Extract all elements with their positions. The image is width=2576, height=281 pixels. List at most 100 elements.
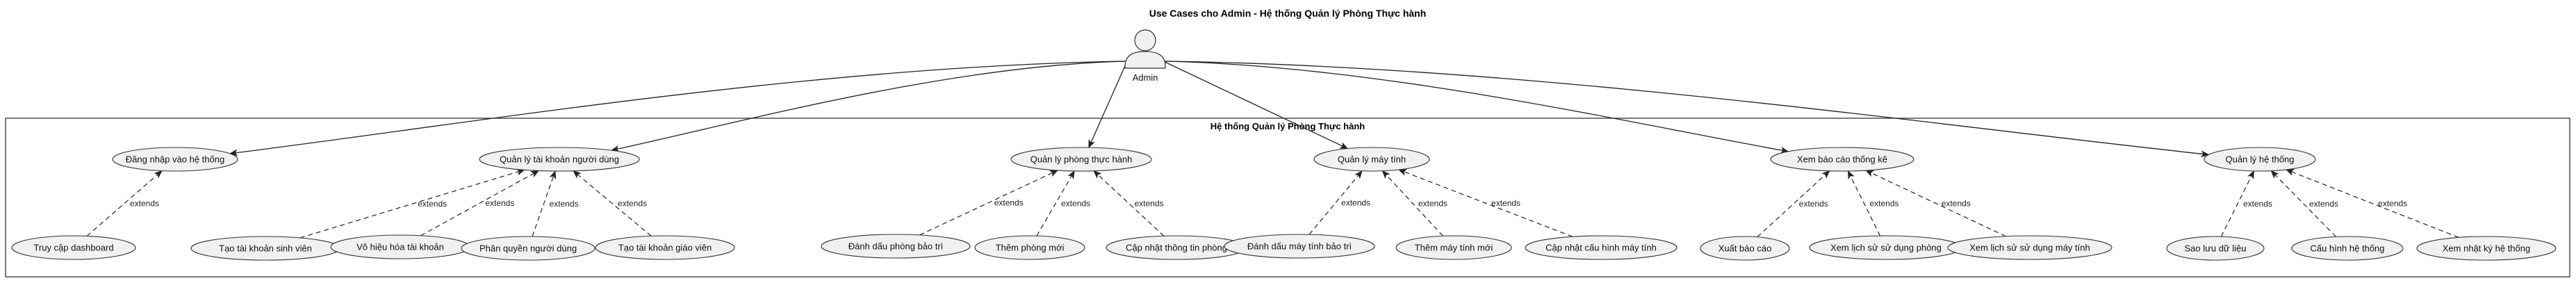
use-case-label: Tạo tài khoản giáo viên xyxy=(618,243,712,253)
use-case-uc-config[interactable]: Cấu hình hệ thống xyxy=(2291,236,2404,261)
use-case-label: Thêm máy tính mới xyxy=(1415,243,1493,253)
extends-label: extends xyxy=(1942,198,1971,208)
use-case-uc-pc-history[interactable]: Xem lịch sử sử dụng máy tính xyxy=(1947,235,2113,260)
use-case-ellipse xyxy=(974,235,1085,260)
use-case-uc-room-maint[interactable]: Đánh dấu phòng bảo trì xyxy=(821,234,971,259)
extends-label: extends xyxy=(1491,198,1520,208)
use-case-ellipse xyxy=(1010,147,1152,172)
extends-line xyxy=(420,170,540,236)
use-case-label: Phân quyền người dùng xyxy=(479,243,577,254)
use-case-label: Xuất báo cáo xyxy=(1718,243,1772,254)
use-case-ellipse xyxy=(1770,147,1914,172)
use-case-label: Quản lý tài khoản người dùng xyxy=(500,154,619,165)
system-name: Hệ thống Quản lý Phòng Thực hành xyxy=(1211,121,1365,131)
use-case-uc-export[interactable]: Xuất báo cáo xyxy=(1700,236,1790,261)
extends-label: extends xyxy=(1135,199,1164,209)
use-case-ellipse xyxy=(1947,235,2113,260)
use-case-label: Xem lịch sử sử dụng phòng xyxy=(1830,243,1942,253)
association-line xyxy=(1088,61,1128,149)
use-case-label: Tạo tài khoản sinh viên xyxy=(219,243,312,254)
extends-line xyxy=(2270,170,2337,237)
extends-line xyxy=(1398,169,1573,237)
extends-label: extends xyxy=(549,199,578,209)
extends-label: extends xyxy=(618,199,647,209)
actor-name: Admin xyxy=(1133,72,1158,83)
use-case-uc-accounts[interactable]: Quản lý tài khoản người dùng xyxy=(479,147,640,172)
use-case-uc-logs[interactable]: Xem nhật ký hệ thống xyxy=(2416,236,2557,261)
use-case-uc-computers[interactable]: Quản lý máy tính xyxy=(1313,147,1430,172)
use-case-uc-dashboard[interactable]: Truy cập dashboard xyxy=(11,235,136,260)
use-case-label: Quản lý máy tính xyxy=(1338,154,1406,165)
extends-label: extends xyxy=(1418,199,1447,209)
use-case-uc-add-room[interactable]: Thêm phòng mới xyxy=(974,235,1085,260)
use-case-label: Đánh dấu máy tính bảo trì xyxy=(1247,241,1352,252)
use-case-label: Quản lý hệ thống xyxy=(2225,154,2294,165)
use-case-uc-rooms[interactable]: Quản lý phòng thực hành xyxy=(1010,147,1152,172)
extends-label: extends xyxy=(2378,199,2407,209)
actor-head-icon xyxy=(1134,29,1156,51)
use-case-ellipse xyxy=(1313,147,1430,172)
use-case-ellipse xyxy=(821,234,971,259)
extends-label: extends xyxy=(485,198,514,208)
use-case-ellipse xyxy=(479,147,640,172)
extends-label: extends xyxy=(1869,198,1898,208)
extends-line xyxy=(2286,169,2459,238)
relationship-layer: extends extends extends extends extends exten… xyxy=(86,61,2459,239)
extends-label: extends xyxy=(1061,199,1090,209)
use-case-ellipse xyxy=(2416,236,2557,261)
association-line xyxy=(610,61,1128,152)
extends-line xyxy=(1308,170,1363,235)
use-case-uc-reports[interactable]: Xem báo cáo thống kê xyxy=(1770,147,1914,172)
use-case-label: Sao lưu dữ liệu xyxy=(2185,243,2247,254)
extends-line xyxy=(1865,170,2006,237)
use-case-label: Truy cập dashboard xyxy=(33,243,113,253)
system-boundary xyxy=(5,118,2570,278)
use-case-label: Đánh dấu phòng bảo trì xyxy=(848,241,944,252)
extends-line xyxy=(919,170,1058,236)
use-case-uc-permissions[interactable]: Phân quyền người dùng xyxy=(461,236,596,261)
extends-line xyxy=(2220,170,2255,237)
association-line xyxy=(1163,61,1789,154)
use-case-uc-disable-account[interactable]: Vô hiệu hóa tài khoản xyxy=(330,234,470,259)
extends-line xyxy=(300,168,525,239)
association-line xyxy=(229,61,1128,156)
use-case-uc-add-pc[interactable]: Thêm máy tính mới xyxy=(1395,235,1512,260)
use-case-ellipse xyxy=(112,147,238,172)
extends-label: extends xyxy=(418,199,447,209)
use-case-ellipse xyxy=(1395,235,1512,260)
use-case-uc-system[interactable]: Quản lý hệ thống xyxy=(2204,147,2316,172)
actor-admin[interactable]: Admin xyxy=(1124,29,1166,83)
use-case-label: Cấu hình hệ thống xyxy=(2311,243,2385,254)
use-case-ellipse xyxy=(1700,236,1790,261)
use-case-label: Cập nhật thông tin phòng xyxy=(1126,243,1227,253)
use-case-uc-create-student[interactable]: Tạo tài khoản sinh viên xyxy=(190,236,341,261)
extends-line xyxy=(1093,170,1165,236)
use-case-uc-room-history[interactable]: Xem lịch sử sử dụng phòng xyxy=(1809,235,1963,260)
use-case-uc-login[interactable]: Đăng nhập vào hệ thống xyxy=(112,147,238,172)
use-case-ellipse xyxy=(2204,147,2316,172)
extends-label: extends xyxy=(2243,199,2272,209)
use-case-uc-update-room[interactable]: Cập nhật thông tin phòng xyxy=(1106,235,1247,260)
association-line xyxy=(1163,61,1349,150)
use-case-ellipse xyxy=(2291,236,2404,261)
extends-label: extends xyxy=(1799,199,1828,209)
use-case-ellipse xyxy=(2166,236,2265,261)
use-case-uc-backup[interactable]: Sao lưu dữ liệu xyxy=(2166,236,2265,261)
use-case-ellipse xyxy=(595,235,735,260)
use-case-uc-pc-maint[interactable]: Đánh dấu máy tính bảo trì xyxy=(1224,234,1375,259)
extends-line xyxy=(1036,170,1075,236)
use-case-label: Xem báo cáo thống kê xyxy=(1797,154,1887,165)
extends-label: extends xyxy=(130,199,159,209)
use-case-uc-update-pc[interactable]: Cập nhật cấu hình máy tính xyxy=(1525,235,1677,260)
use-case-label: Cập nhật cấu hình máy tính xyxy=(1545,243,1657,253)
use-case-ellipse xyxy=(11,235,136,260)
diagram-title: Use Cases cho Admin - Hệ thống Quản lý P… xyxy=(1149,8,1427,19)
extends-label: extends xyxy=(994,198,1024,207)
extends-line xyxy=(1381,170,1443,236)
use-case-uc-create-teacher[interactable]: Tạo tài khoản giáo viên xyxy=(595,235,735,260)
use-case-ellipse xyxy=(461,236,596,261)
use-case-label: Xem lịch sử sử dụng máy tính xyxy=(1969,243,2090,253)
use-case-label: Thêm phòng mới xyxy=(996,243,1065,253)
